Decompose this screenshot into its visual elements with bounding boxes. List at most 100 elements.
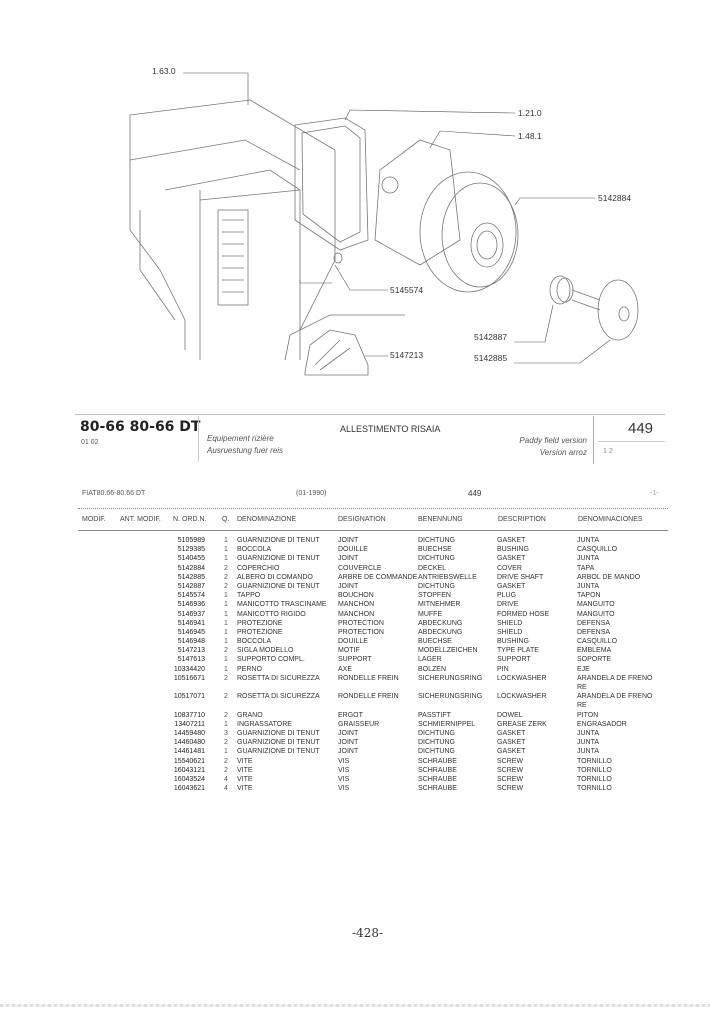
cell-dsc: DRIVE	[497, 601, 519, 609]
cell-ord: 5146945	[177, 628, 205, 636]
col-ord-number: N. ORD.N.	[173, 516, 207, 523]
cell-des: MANCHON	[338, 610, 375, 618]
cell-ben: SCHRAUBE	[418, 785, 457, 793]
cell-q: 2	[224, 573, 228, 581]
cell-ben: DICHTUNG	[418, 555, 455, 563]
col-ant-modif: ANT. MODIF.	[120, 516, 161, 523]
cell-spa: JUNTA	[577, 555, 600, 563]
cell-den: GUARNIZIONE DI TENUT	[237, 748, 320, 756]
cell-q: 2	[224, 647, 228, 655]
cell-ord: 5146948	[177, 638, 205, 646]
exploded-parts-diagram	[129, 72, 639, 376]
cell-ben: MITNEHMER	[418, 601, 461, 609]
cell-ben: BUECHSE	[418, 546, 452, 554]
cell-q: 1	[224, 555, 228, 563]
cell-den: BOCCOLA	[237, 638, 272, 646]
cell-ben: BOLZEN	[418, 665, 447, 673]
cell-spa: TAPON	[577, 592, 601, 600]
cell-den: BOCCOLA	[237, 546, 272, 554]
cell-dsc: SCREW	[497, 785, 524, 793]
cell-q: 1	[224, 720, 228, 728]
cell-q: 4	[224, 775, 228, 783]
cell-ben: DECKEL	[418, 564, 447, 572]
cell-dsc: COVER	[497, 564, 522, 572]
cell-des: MANCHON	[338, 601, 375, 609]
callout-1-48-1: 1.48.1	[518, 131, 542, 141]
cell-den: SUPPORTO COMPL.	[237, 656, 305, 664]
column-header-rule	[78, 530, 668, 531]
cell-den: GUARNIZIONE DI TENUT	[237, 739, 320, 747]
callout-1-63-0: 1.63.0	[152, 66, 176, 76]
cell-ben: MUFFE	[418, 610, 443, 618]
cell-spa: EMBLEMA	[577, 647, 612, 655]
cell-des: JOINT	[338, 748, 359, 756]
cell-ord: 16043621	[173, 785, 205, 793]
cell-ord: 14459480	[173, 729, 205, 737]
cell-des: JOINT	[338, 555, 359, 563]
cell-ben: SCHRAUBE	[418, 775, 457, 783]
cell-dsc: DOWEL	[497, 711, 523, 719]
cell-q: 2	[224, 711, 228, 719]
cell-ord: 13407211	[174, 720, 205, 728]
cell-den: PROTEZIONE	[237, 628, 283, 636]
cell-des: RONDELLE FREIN	[338, 693, 399, 701]
callout-5147213: 5147213	[390, 350, 424, 360]
cell-den: ALBERO DI COMANDO	[237, 573, 313, 581]
cell-ben: ABDECKUNG	[418, 628, 463, 636]
cell-ben: SICHERUNGSRING	[418, 674, 483, 682]
cell-ord: 14461481	[173, 748, 205, 756]
col-quantity: Q.	[222, 516, 230, 523]
cell-ord: 14460480	[173, 739, 205, 747]
cell-dsc: SHIELD	[497, 628, 523, 636]
cell-des: JOINT	[338, 739, 359, 747]
cell-dsc: SCREW	[497, 775, 524, 783]
cell-spa: JUNTA	[577, 729, 600, 737]
cell-ord: 5142884	[177, 564, 205, 572]
cell-ben: LAGER	[418, 656, 442, 664]
cell-ord: 5146937	[177, 610, 205, 618]
cell-den: PROTEZIONE	[237, 619, 283, 627]
col-denominazione: DENOMINAZIONE	[237, 516, 297, 523]
cell-ord: 5105989	[177, 537, 205, 544]
cell-ord: 16043121	[173, 766, 205, 774]
cell-ord: 10334420	[173, 665, 205, 673]
cell-ord: 5129385	[177, 546, 205, 554]
cell-des: VIS	[338, 757, 350, 765]
cell-dsc: GASKET	[497, 748, 526, 756]
cell-q: 1	[224, 628, 228, 636]
cell-spa: DEFENSA	[577, 619, 611, 627]
subheader-group: 449	[468, 489, 482, 498]
cell-spa: ARANDELA DE FRENO RE	[577, 674, 653, 692]
cell-q: 4	[224, 785, 228, 793]
cell-ben: SCHRAUBE	[418, 757, 457, 765]
cell-ord: 5140455	[177, 555, 205, 563]
cell-den: GUARNIZIONE DI TENUT	[237, 729, 320, 737]
cell-spa: SOPORTE	[577, 656, 612, 664]
cell-den: GUARNIZIONE DI TENUT	[237, 555, 320, 563]
cell-den: MANICOTTO RIGIDO	[237, 610, 306, 618]
cell-q: 1	[224, 619, 228, 627]
cell-dsc: SUPPORT	[497, 656, 531, 664]
cell-spa: JUNTA	[577, 582, 600, 590]
cell-q: 2	[224, 582, 228, 590]
cell-ben: MODELLZEICHEN	[418, 647, 478, 655]
scan-edge	[0, 1004, 710, 1007]
cell-dsc: BUSHING	[497, 638, 529, 646]
cell-den: VITE	[237, 785, 253, 793]
col-description: DESCRIPTION	[498, 516, 546, 523]
cell-ord: 5146936	[177, 601, 205, 609]
